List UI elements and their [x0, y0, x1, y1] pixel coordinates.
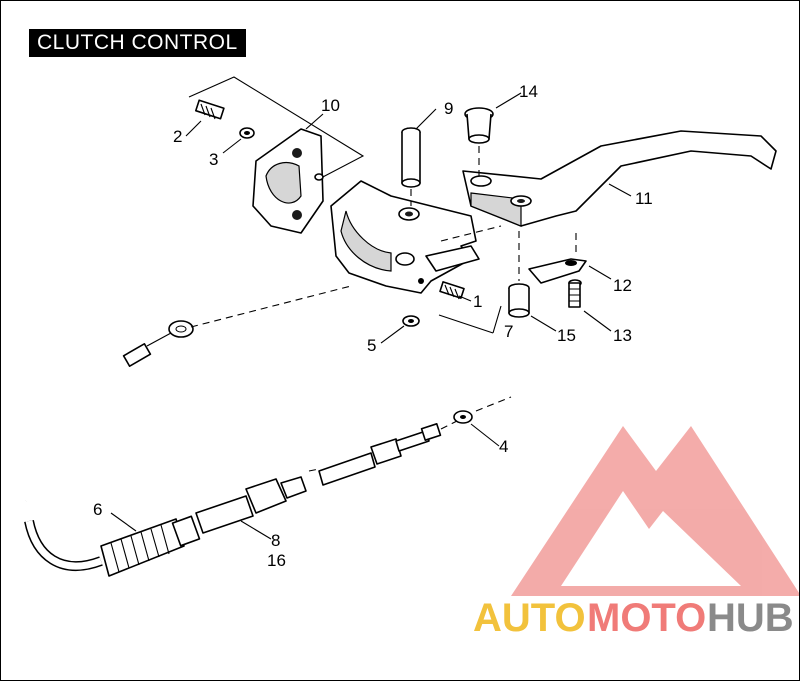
- callout-10: 10: [321, 96, 340, 115]
- watermark-text: AUTO MOTO HUB: [473, 596, 794, 640]
- callout-5: 5: [367, 336, 376, 355]
- callout-6: 6: [93, 500, 102, 519]
- lever-bushing: [508, 283, 530, 318]
- callout-8: 8: [271, 531, 280, 550]
- pivot-pin: [401, 127, 421, 188]
- set-screw: [439, 281, 465, 300]
- cable-boot: [100, 515, 201, 577]
- callout-15: 15: [557, 326, 576, 345]
- cable-inner-end: [318, 423, 442, 486]
- lever-bracket: [330, 180, 480, 294]
- clamp-bracket-line: [188, 76, 365, 180]
- callout-3: 3: [209, 150, 218, 169]
- watermark-auto: AUTO: [473, 596, 586, 640]
- lever-screw: [568, 279, 582, 308]
- callout-1: 1: [473, 292, 482, 311]
- clamp-half: [252, 128, 324, 234]
- callout-9: 9: [444, 99, 453, 118]
- assembly-lines: [190, 225, 512, 430]
- watermark-moto: MOTO: [587, 596, 706, 640]
- callout-2: 2: [173, 127, 182, 146]
- leader-lines: [110, 92, 632, 540]
- pivot-bushing: [464, 107, 494, 144]
- callout-13: 13: [613, 326, 632, 345]
- watermark-logo: [511, 426, 799, 596]
- callout-12: 12: [613, 276, 632, 295]
- callout-4: 4: [499, 437, 508, 456]
- callout-11: 11: [635, 189, 653, 208]
- watermark-hub: HUB: [707, 596, 794, 640]
- callout-14: 14: [519, 82, 538, 101]
- clutch-lever: [462, 130, 777, 227]
- callout-16: 16: [267, 551, 286, 570]
- clamp-screw: [194, 99, 225, 120]
- clamp-washer-small: [314, 173, 324, 181]
- lever-plate: [528, 258, 587, 284]
- diagram-title: CLUTCH CONTROL: [29, 29, 246, 57]
- bracket-leader: [438, 305, 502, 334]
- clutch-cable: [22, 320, 442, 577]
- cable-adjuster: [195, 476, 307, 534]
- callout-7: 7: [504, 322, 513, 341]
